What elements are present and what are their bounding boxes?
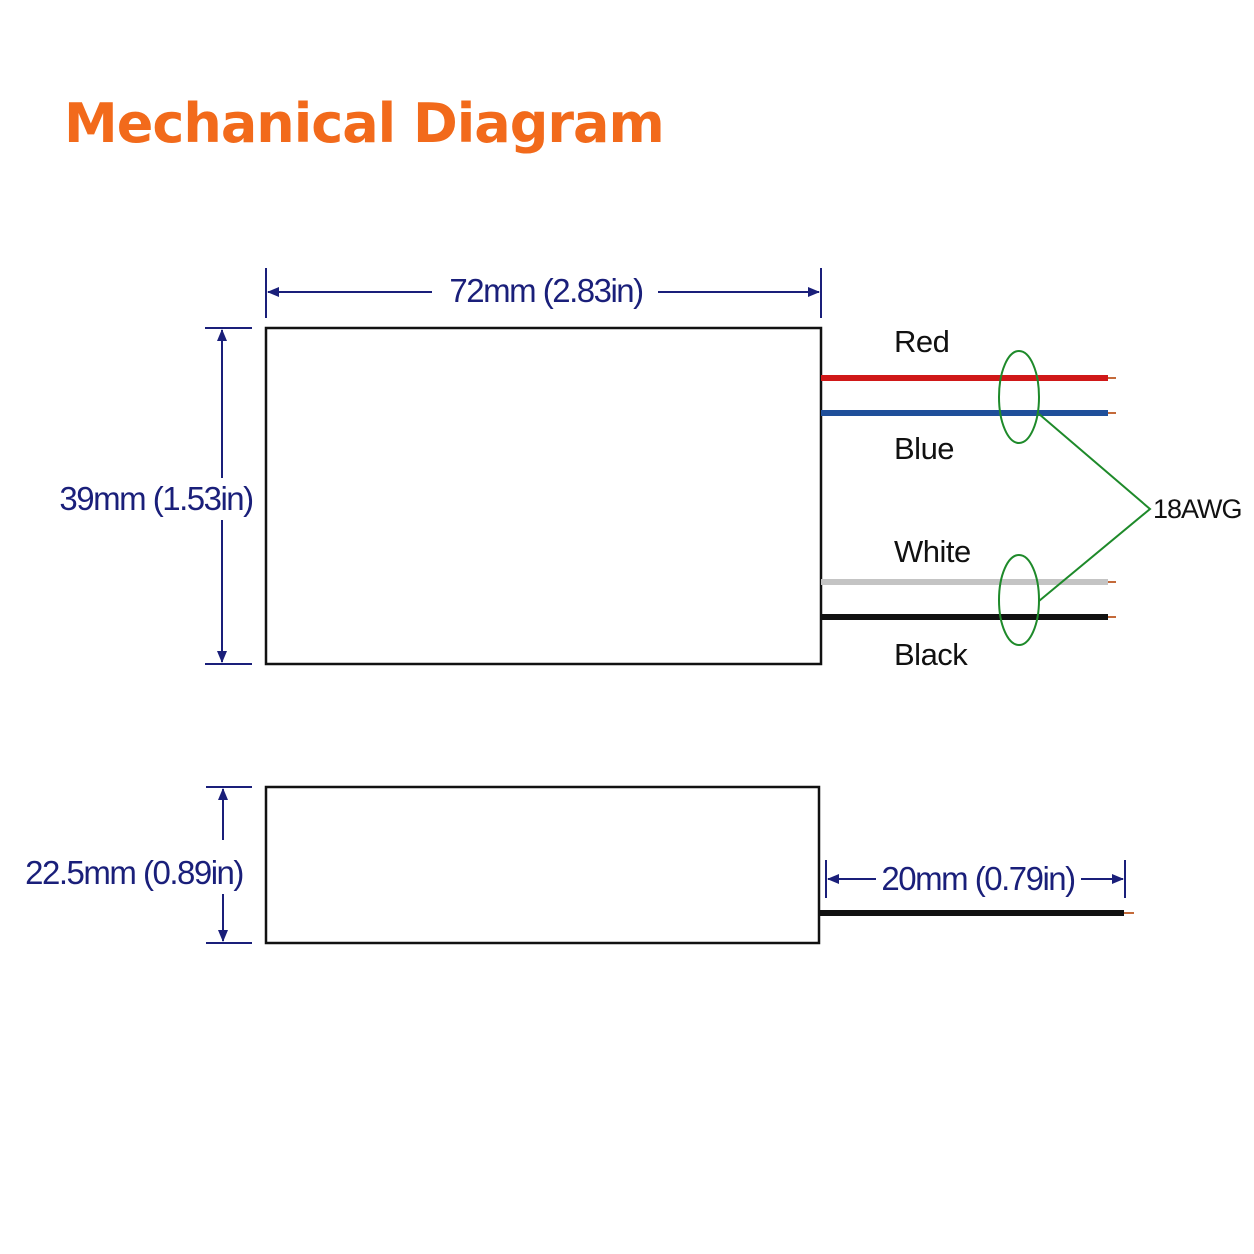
white-wire-label: White	[894, 534, 971, 569]
width-dimension: 39mm (1.53in)	[59, 327, 254, 665]
top-view-body	[264, 326, 823, 666]
width-label: 39mm (1.53in)	[59, 480, 252, 517]
height-label: 22.5mm (0.89in)	[25, 854, 243, 891]
side-view-body	[264, 785, 821, 945]
length-dimension: 72mm (2.83in)	[265, 268, 822, 318]
red-wire-label: Red	[894, 324, 949, 359]
lead-length-label: 20mm (0.79in)	[881, 860, 1074, 897]
upper-wire-bundle	[998, 350, 1040, 444]
lead-dimension: 20mm (0.79in)	[819, 860, 1134, 916]
black-wire-label: Black	[894, 637, 968, 672]
gauge-label: 18AWG	[1153, 494, 1242, 524]
gauge-leader-line	[1038, 413, 1152, 602]
height-dimension: 22.5mm (0.89in)	[25, 786, 252, 944]
lower-wire-bundle	[998, 554, 1040, 646]
page-title: Mechanical Diagram	[64, 92, 665, 155]
wire-group: Red Blue White Black	[821, 324, 1116, 672]
gauge-callout: 18AWG	[998, 350, 1243, 646]
blue-wire-label: Blue	[894, 431, 954, 466]
length-label: 72mm (2.83in)	[449, 272, 642, 309]
